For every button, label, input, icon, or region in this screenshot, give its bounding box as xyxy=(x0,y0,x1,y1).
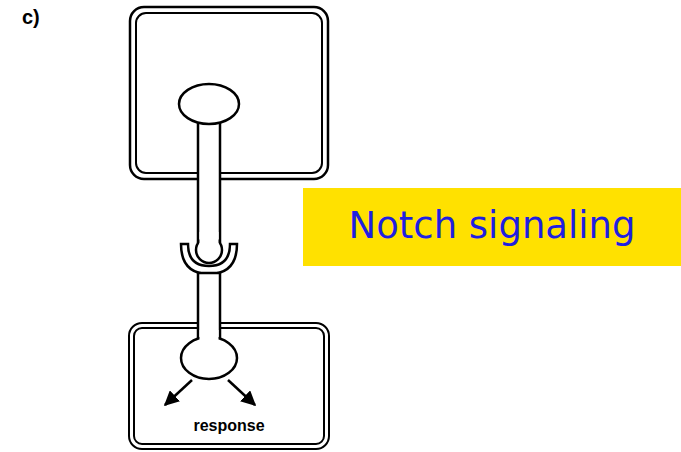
panel-letter: c) xyxy=(22,6,40,29)
sending-cell xyxy=(130,7,328,179)
receiving-cell: response xyxy=(128,322,330,450)
node-text: Notch signaling xyxy=(303,204,681,247)
highlight-label: Notch signaling xyxy=(303,188,681,266)
ligand-shape xyxy=(179,84,239,263)
node-text: response xyxy=(135,417,323,435)
response-arrows xyxy=(165,380,255,405)
receptor-shape xyxy=(181,244,237,379)
